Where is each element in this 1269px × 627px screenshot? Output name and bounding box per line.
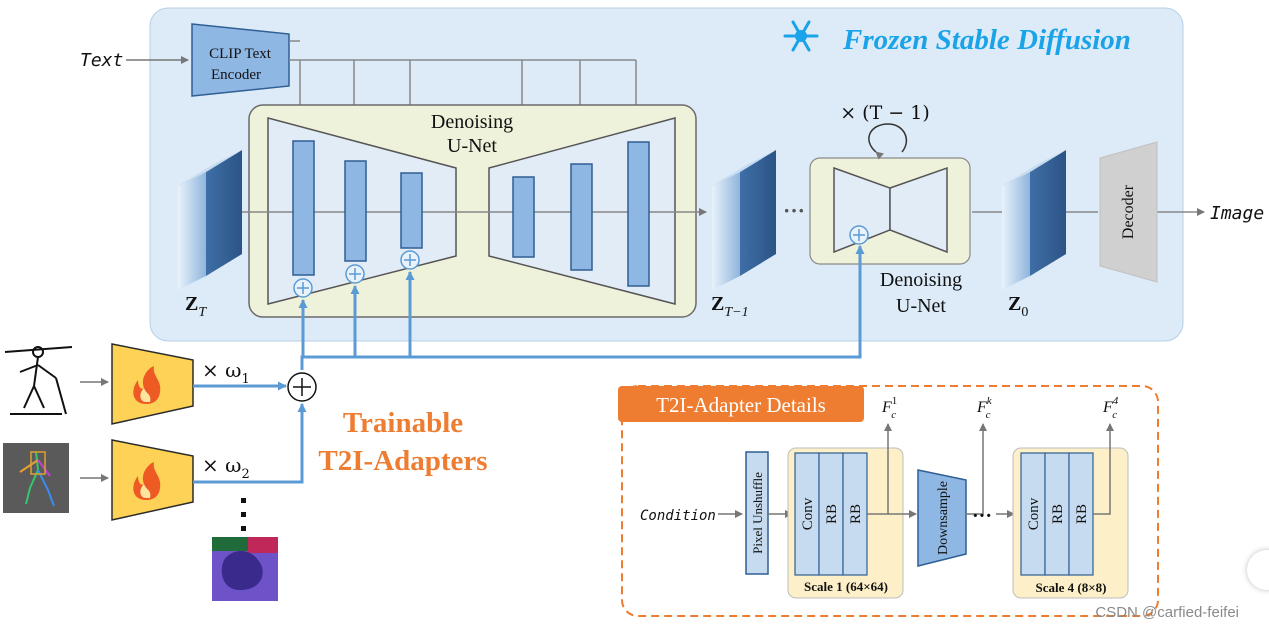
scale1-rb1-label: RB — [824, 504, 840, 524]
unet1-blocks — [292, 140, 650, 287]
latent-zt — [178, 150, 242, 290]
latent-zt1-label: ZT−1 — [711, 293, 749, 320]
unet2-label-line1: Denoising — [880, 269, 962, 291]
latent-zt-label: ZT — [185, 293, 207, 320]
text-input-label: Text — [80, 50, 123, 71]
feature-k-arrow — [966, 423, 987, 515]
pose-condition-image — [3, 443, 69, 513]
feature-4-arrow — [1093, 423, 1114, 515]
unet1-block-enc-3 — [400, 172, 423, 249]
sketch-condition-image — [0, 335, 76, 425]
adapter-block-1 — [111, 343, 194, 425]
add-node-1 — [293, 278, 313, 298]
scale4-conv-label: Conv — [1026, 497, 1042, 530]
trainable-label-line2: T2I-Adapters — [318, 445, 487, 477]
unet2-label-line2: U-Net — [896, 295, 946, 317]
fire-icon — [133, 366, 161, 404]
unet1-block-dec-2 — [570, 163, 593, 271]
latent-zt1 — [712, 150, 776, 290]
decoder-box — [1099, 141, 1158, 283]
segmentation-condition-image — [212, 537, 278, 601]
watermark: CSDN @carfied-feifei — [1095, 604, 1239, 621]
unet2-loop-label: × (T − 1) — [840, 102, 930, 124]
downsample-box — [917, 469, 967, 567]
unet1-block-enc-2 — [344, 160, 367, 262]
scale4-label: Scale 4 (8×8) — [1036, 580, 1107, 595]
scale4-rb1-label: RB — [1050, 504, 1066, 524]
details-ellipsis: ··· — [972, 505, 992, 527]
scale1-conv-box — [794, 452, 820, 576]
unet1-block-dec-3 — [627, 141, 650, 287]
details-title-bar — [618, 386, 864, 422]
unet2-add-node — [849, 225, 869, 245]
unet1-label-line1: Denoising — [431, 111, 513, 133]
unet2-loop-arrow — [868, 123, 908, 160]
unet1-add-nodes — [293, 250, 420, 298]
image-output-label: Image — [1210, 203, 1264, 224]
scale1-rb2-box — [842, 452, 868, 576]
condition-label: Condition — [640, 508, 716, 524]
scale1-rb2-label: RB — [848, 504, 864, 524]
adapter-block-2 — [111, 439, 194, 521]
latent-z0 — [1002, 150, 1066, 290]
adapter-output-lines — [193, 245, 865, 484]
adapter-weight-1: × ω1 — [202, 358, 250, 387]
clip-encoder-box — [191, 23, 290, 97]
add-node-3 — [400, 250, 420, 270]
snowflake-icon — [783, 20, 819, 52]
clip-encoder-line1: CLIP Text — [209, 46, 272, 62]
more-conditions-dots — [241, 498, 246, 531]
latent-z0-label: Z0 — [1008, 293, 1028, 320]
latent-ellipsis: ··· — [783, 198, 805, 223]
decoder-label: Decoder — [1120, 184, 1137, 239]
unet2-decoder — [889, 166, 948, 254]
trainable-label-line1: Trainable — [343, 407, 463, 439]
pixel-unshuffle-box — [745, 451, 769, 575]
floating-action-button[interactable] — [1247, 550, 1269, 590]
scale4-conv-box — [1020, 452, 1046, 576]
clip-encoder-line2: Encoder — [211, 67, 261, 83]
fire-icon — [133, 462, 161, 500]
adapter-weight-2: × ω2 — [202, 453, 250, 482]
frozen-sd-title: Frozen Stable Diffusion — [842, 24, 1131, 56]
scale4-rb2-box — [1068, 452, 1094, 576]
scale1-label: Scale 1 (64×64) — [804, 579, 888, 594]
scale1-conv-label: Conv — [800, 497, 816, 530]
pixel-unshuffle-label: Pixel Unshuffle — [750, 472, 765, 554]
downsample-label: Downsample — [936, 481, 951, 555]
scale4-rb1-box — [1044, 452, 1070, 576]
add-node-2 — [345, 264, 365, 284]
unet1-block-dec-1 — [512, 176, 535, 258]
adapter-sum-node — [287, 372, 317, 402]
details-title: T2I-Adapter Details — [656, 393, 826, 417]
scale4-rb2-label: RB — [1074, 504, 1090, 524]
unet1-label-line2: U-Net — [447, 135, 497, 157]
unet1-block-enc-1 — [292, 140, 315, 276]
